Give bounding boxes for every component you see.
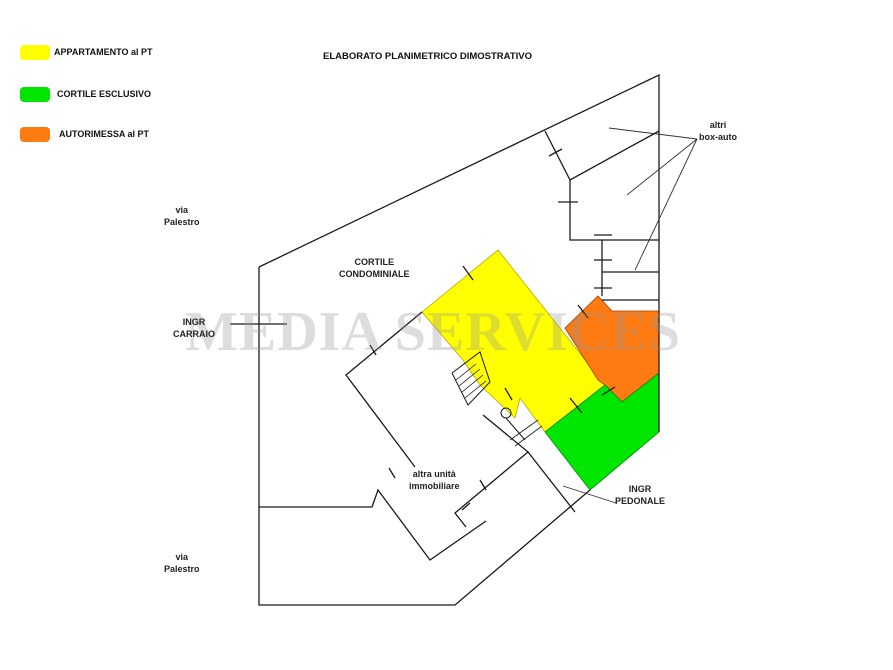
legend-label-garage: AUTORIMESSA al PT <box>59 129 150 139</box>
legend-label-garden: CORTILE ESCLUSIVO <box>57 89 152 99</box>
legend-swatch-garden <box>20 86 50 102</box>
altri-box-label: altri box-auto <box>699 120 737 142</box>
legend-swatch-garage <box>20 126 50 142</box>
watermark: MEDIA SERVICES <box>185 301 681 363</box>
legend-apartment: APPARTAMENTO al PT <box>20 44 153 60</box>
altra-unita-label: altra unità immobiliare <box>409 469 460 491</box>
site-boundary <box>258 73 660 432</box>
legend-label-apartment: APPARTAMENTO al PT <box>54 47 153 57</box>
apartment-area <box>421 249 606 433</box>
ingr-carraio-label: INGR CARRAIO <box>173 317 215 339</box>
legend-swatch-apartment <box>20 44 50 60</box>
ingr-pedonale-label: INGR PEDONALE <box>615 484 666 506</box>
legend-garden: CORTILE ESCLUSIVO <box>20 86 151 102</box>
legend-garage: AUTORIMESSA al PT <box>20 126 149 142</box>
street-label-bottom: via Palestro <box>164 552 200 574</box>
plan-title: ELABORATO PLANIMETRICO DIMOSTRATIVO <box>323 51 532 62</box>
cortile-condominiale-label: CORTILE CONDOMINIALE <box>339 257 410 279</box>
street-label-top: via Palestro <box>164 205 200 227</box>
